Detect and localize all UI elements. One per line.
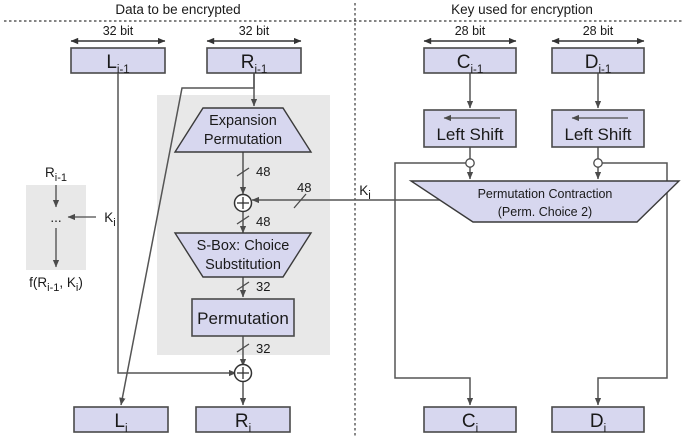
permutation-contraction-node[interactable] — [408, 180, 681, 223]
register-c-next[interactable] — [423, 406, 517, 433]
junction-c — [465, 158, 475, 168]
register-c-next-label: Ci — [462, 411, 478, 435]
left-shift-c-label: Left Shift — [436, 125, 503, 144]
register-r-prev-label: Ri-1 — [241, 52, 268, 76]
expansion-permutation-node[interactable] — [173, 107, 313, 153]
expansion-permutation-line1: Expansion — [209, 113, 277, 129]
register-c-prev-label: Ci-1 — [457, 52, 484, 76]
register-l-prev-label: Li-1 — [106, 52, 129, 76]
permutation-contraction-line2: (Perm. Choice 2) — [498, 205, 592, 219]
legend-ellipsis: ... — [50, 210, 61, 225]
bus-slash-32a — [236, 281, 250, 291]
register-d-prev[interactable] — [551, 47, 645, 74]
wire-bypass-c — [394, 162, 474, 406]
bus-label-32-permutation: 32 — [256, 341, 270, 356]
sbox-line2: Substitution — [205, 257, 281, 273]
bus-slash-48a — [236, 167, 250, 177]
bus-label-32-sbox: 32 — [256, 279, 270, 294]
wire-lprev-to-xor2 — [117, 73, 237, 377]
bus-slash-48b — [236, 215, 250, 225]
permutation-node[interactable] — [191, 298, 295, 337]
left-shift-c-node[interactable] — [423, 109, 517, 148]
register-l-prev[interactable] — [70, 47, 166, 74]
dim-label-d-prev: 28 bit — [583, 24, 614, 38]
expansion-permutation-line2: Permutation — [204, 132, 282, 148]
left-shift-d-label: Left Shift — [564, 125, 631, 144]
dim-label-c-prev: 28 bit — [455, 24, 486, 38]
sbox-line1: S-Box: Choice — [197, 238, 290, 254]
left-shift-d-node[interactable] — [551, 109, 645, 148]
register-d-next-label: Di — [590, 411, 606, 435]
register-d-prev-label: Di-1 — [585, 52, 612, 76]
register-r-next[interactable] — [195, 406, 291, 433]
bus-label-48-key: 48 — [297, 180, 311, 195]
permutation-contraction-line1: Permutation Contraction — [478, 187, 613, 201]
dim-label-r-prev: 32 bit — [239, 24, 270, 38]
junction-d — [593, 158, 603, 168]
register-l-next[interactable] — [73, 406, 169, 433]
legend-output-label: f(Ri-1, Ki) — [29, 275, 83, 294]
register-c-prev[interactable] — [423, 47, 517, 74]
right-section-title: Key used for encryption — [451, 2, 593, 17]
legend-input-label: Ri-1 — [45, 165, 67, 184]
wire-bypass-d — [594, 162, 668, 406]
sbox-node[interactable] — [173, 232, 313, 278]
permutation-label: Permutation — [197, 309, 289, 328]
bus-slash-32b — [236, 343, 250, 353]
register-r-next-label: Ri — [235, 411, 251, 435]
bus-label-48-expansion: 48 — [256, 164, 270, 179]
bus-label-48-xor: 48 — [256, 214, 270, 229]
left-section-title: Data to be encrypted — [115, 2, 240, 17]
register-r-prev[interactable] — [206, 47, 302, 74]
subkey-label: Ki — [359, 183, 371, 202]
register-d-next[interactable] — [551, 406, 645, 433]
register-l-next-label: Li — [114, 411, 127, 435]
legend-key-label: Ki — [104, 210, 115, 229]
dim-label-l-prev: 32 bit — [103, 24, 134, 38]
bus-slash-48c — [293, 193, 307, 209]
